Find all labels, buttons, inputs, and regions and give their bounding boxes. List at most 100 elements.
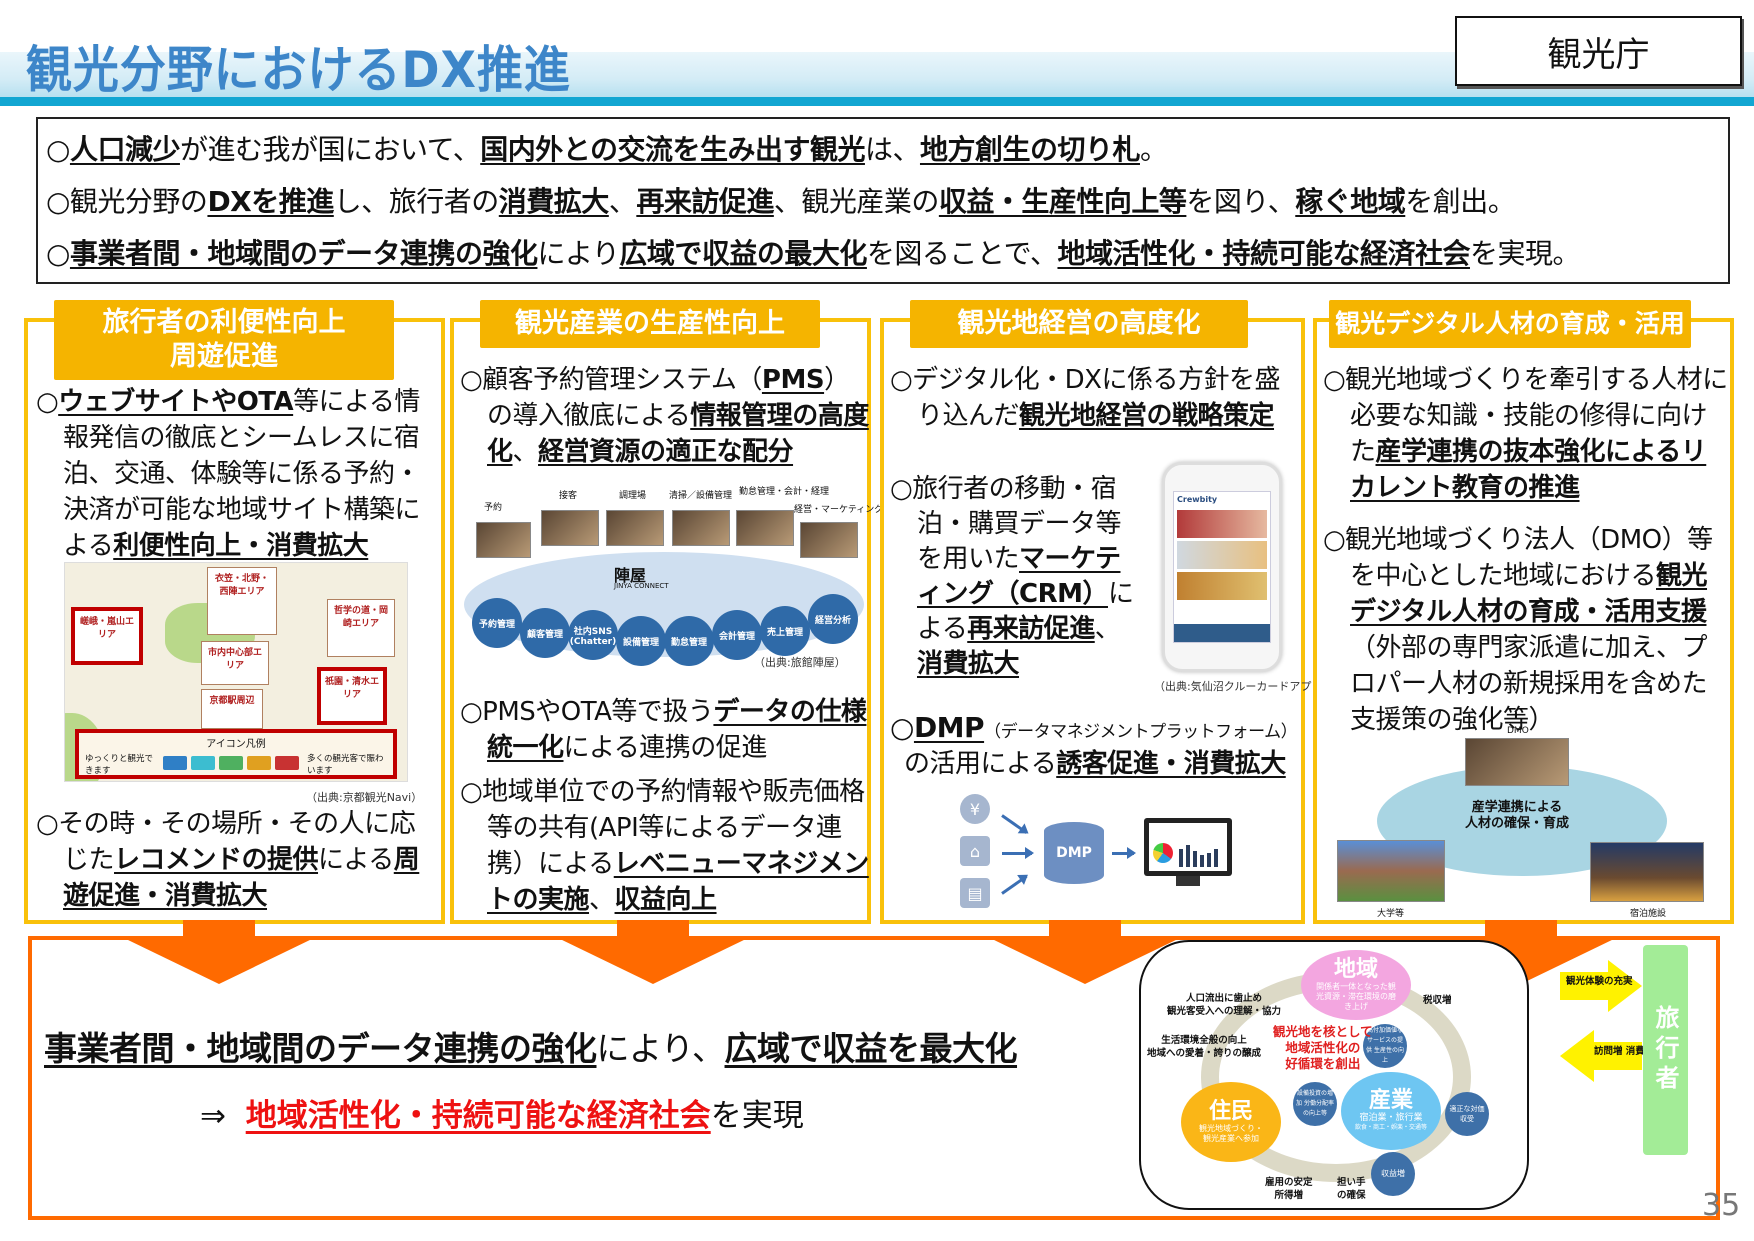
investment-circle: 設備投資の増加 労働分配率の向上等 xyxy=(1293,1082,1337,1126)
analytics-monitor-icon xyxy=(1144,818,1232,876)
arrow-icon xyxy=(1002,847,1034,859)
cycle-label: 担い手の確保 xyxy=(1337,1177,1366,1201)
residents-bubble: 住民 観光地域づくり・観光産業へ参加 xyxy=(1181,1082,1281,1162)
bullet-dmo-support: ○観光地域づくり法人（DMO）等を中心とした地域における観光デジタル人材の育成・… xyxy=(1323,525,1713,735)
photo xyxy=(541,510,599,546)
bullet-website-ota: ○ウェブサイトやOTA等による情報発信の徹底とシームレスに宿泊、交通、体験等に係… xyxy=(36,387,421,561)
photo xyxy=(736,510,794,546)
module-circle: 会計管理 xyxy=(712,610,762,660)
map-area-card: 衣笠・北野・西陣エリア xyxy=(207,567,277,635)
dmo-photo xyxy=(1465,738,1569,786)
outcome-main-statement: 事業者間・地域間のデータ連携の強化により、広域で収益を最大化 xyxy=(44,1029,1018,1068)
pillar-heading-line2: 周遊促進 xyxy=(170,341,278,372)
photo xyxy=(800,522,858,558)
agency-label: 観光庁 xyxy=(1455,16,1742,86)
bullet-recurrent-education: ○観光地域づくりを牽引する人材に必要な知識・技能の修得に向けた産学連携の抜本強化… xyxy=(1323,365,1728,503)
map-area-card: 哲学の道・岡崎エリア xyxy=(327,599,395,657)
experience-arrow-icon xyxy=(1560,960,1642,1082)
traveler-label: 旅行者 xyxy=(1643,945,1688,1155)
summary-line-2: ○観光分野のDXを推進し、旅行者の消費拡大、再来訪促進、観光産業の収益・生産性向… xyxy=(46,185,1516,218)
dmp-diagram-image: ¥ ⌂ ▤ DMP xyxy=(944,792,1244,912)
bullet-dmp-effect: の活用による誘客促進・消費拡大 xyxy=(904,749,1286,779)
jinya-connect-image: 予約 接客 調理場 清掃／設備管理 勤怠管理・会計・経理 経営・マーケティング … xyxy=(464,482,883,666)
fair-price-circle: 適正な対価収受 xyxy=(1445,1092,1489,1136)
brand-logo: 陣屋 xyxy=(614,566,647,585)
cycle-label: 生活環境全般の向上地域への愛着・誇りの醸成 xyxy=(1147,1035,1262,1059)
implies-arrow-icon: ⇒ xyxy=(200,1098,226,1134)
accommodation-label: 宿泊施設 xyxy=(1630,909,1667,919)
legend-chips xyxy=(161,755,301,773)
arrow-icon xyxy=(1001,875,1028,895)
category-label: 勤怠管理・会計・経理 xyxy=(739,487,830,497)
image-credit: （出典:気仙沼クルーカードアプリ） xyxy=(1154,680,1334,693)
cycle-center-message: 観光地を核として地域活性化の好循環を創出 xyxy=(1273,1024,1373,1071)
map-area-card: 京都駅周辺 xyxy=(201,689,263,729)
pillar-heading: 観光地経営の高度化 xyxy=(910,300,1248,348)
header-divider xyxy=(0,97,1754,106)
image-credit: （出典:京都観光Navi） xyxy=(306,791,423,804)
app-name: Crewbity xyxy=(1177,495,1218,504)
pillar-digital-talent: 観光デジタル人材の育成・活用 ○観光地域づくりを牽引する人材に必要な知識・技能の… xyxy=(1313,300,1734,924)
monitor-stand xyxy=(1176,876,1200,886)
bullet-strategy: ○デジタル化・DXに係る方針を盛り込んだ観光地経営の戦略策定 xyxy=(890,365,1281,431)
pillar-heading: 旅行者の利便性向上 周遊促進 xyxy=(54,300,394,380)
pillar-heading-line1: 旅行者の利便性向上 xyxy=(102,307,346,339)
crm-app-phone-image: Crewbity xyxy=(1162,462,1282,672)
legend-title: アイコン凡例 xyxy=(206,739,266,750)
profit-circle: 収益増 xyxy=(1371,1152,1415,1196)
virtuous-cycle-diagram: 地域 関係者一体となった観光資源・滞在環境の磨き上げ 住民 観光地域づくり・観光… xyxy=(1139,940,1529,1210)
university-label: 大学等 xyxy=(1377,909,1405,919)
shop-icon: ⌂ xyxy=(960,836,990,866)
module-circle: 勤怠管理 xyxy=(664,616,714,666)
university-photo xyxy=(1337,840,1445,902)
summary-line-3: ○事業者間・地域間のデータ連携の強化により広域で収益の最大化を図ることで、地域活… xyxy=(46,237,1581,270)
bullet-dmp: ○DMP（データマネジメントプラットフォーム） xyxy=(890,711,1298,744)
industry-academia-image: DMO 産学連携による 人材の確保・育成 大学等 宿泊施設 xyxy=(1337,726,1707,919)
legend-left-label: ゆっくりと観光できます xyxy=(85,754,154,776)
pillar-heading: 観光デジタル人材の育成・活用 xyxy=(1329,300,1691,348)
map-area-card: 市内中心部エリア xyxy=(201,641,269,685)
category-label: 清掃／設備管理 xyxy=(669,491,733,501)
category-label: 経営・マーケティング xyxy=(794,505,884,515)
pillar-destination-management: 観光地経営の高度化 ○デジタル化・DXに係る方針を盛り込んだ観光地経営の戦略策定… xyxy=(880,300,1333,924)
photo xyxy=(672,510,730,546)
page-number: 35 xyxy=(1702,1188,1741,1223)
category-label: 接客 xyxy=(559,491,578,501)
region-bubble: 地域 関係者一体となった観光資源・滞在環境の磨き上げ xyxy=(1301,950,1411,1020)
pillar-heading: 観光産業の生産性向上 xyxy=(480,300,820,348)
pillar-traveler-convenience: 旅行者の利便性向上 周遊促進 ○ウェブサイトやOTA等による情報発信の徹底とシー… xyxy=(24,300,445,924)
train-icon: ▤ xyxy=(960,878,990,908)
dmo-label: DMO xyxy=(1507,726,1529,736)
category-label: 予約 xyxy=(484,503,503,513)
cycle-label: 人口流出に歯止め観光客受入への理解・協力 xyxy=(1167,993,1282,1017)
module-circle: 顧客管理 xyxy=(520,608,570,658)
phone-screen: Crewbity xyxy=(1173,491,1271,643)
high-value-circle: 高付加価値なサービスの提供 生産性の向上 xyxy=(1363,1024,1407,1068)
outcome-sub-statement: ⇒ 地域活性化・持続可能な経済社会を実現 xyxy=(200,1098,804,1134)
pillar-industry-productivity: 観光産業の生産性向上 ○顧客予約管理システム（PMS）の導入徹底による情報管理の… xyxy=(450,300,883,924)
dmp-database-icon: DMP xyxy=(1044,822,1104,884)
arrow-icon xyxy=(1001,814,1028,834)
brand-subtitle: JINYA CONNECT xyxy=(614,582,669,590)
kyoto-navi-map-image: 嵯峨・嵐山エリア 衣笠・北野・西陣エリア 哲学の道・岡崎エリア 市内中心部エリア… xyxy=(64,562,408,782)
photo xyxy=(606,510,664,546)
module-circle: 設備管理 xyxy=(616,616,666,666)
cycle-label: 雇用の安定所得増 xyxy=(1265,1177,1313,1201)
visits-label: 訪問増 消費増 xyxy=(1594,1046,1655,1057)
icon-legend: アイコン凡例 ゆっくりと観光できます 多くの観光客で賑わいます xyxy=(75,729,397,779)
summary-line-1: ○人口減少が進む我が国において、国内外との交流を生み出す観光は、地方創生の切り札… xyxy=(46,133,1168,166)
map-area-card: 嵯峨・嵐山エリア xyxy=(71,607,143,665)
page-title: 観光分野におけるDX推進 xyxy=(26,41,571,99)
module-circle: 売上管理 xyxy=(760,606,810,656)
yen-icon: ¥ xyxy=(960,794,990,824)
bullet-crm: ○旅行者の移動・宿泊・購買データ等を用いたマーケティング（CRM）による再来訪促… xyxy=(890,474,1134,679)
accommodation-photo xyxy=(1590,842,1704,902)
map-area-card: 祇園・清水エリア xyxy=(317,667,387,725)
arrow-icon xyxy=(1112,847,1136,859)
cycle-label: 税収増 xyxy=(1423,995,1452,1006)
collaboration-text: 産学連携による 人材の確保・育成 xyxy=(1465,800,1570,831)
summary-box: ○人口減少が進む我が国において、国内外との交流を生み出す観光は、地方創生の切り札… xyxy=(36,117,1730,284)
bullet-recommend: ○その時・その場所・その人に応じたレコメンドの提供による周遊促進・消費拡大 xyxy=(36,809,420,911)
photo xyxy=(476,522,531,558)
module-circle: 社内SNS (Chatter) xyxy=(568,610,618,660)
